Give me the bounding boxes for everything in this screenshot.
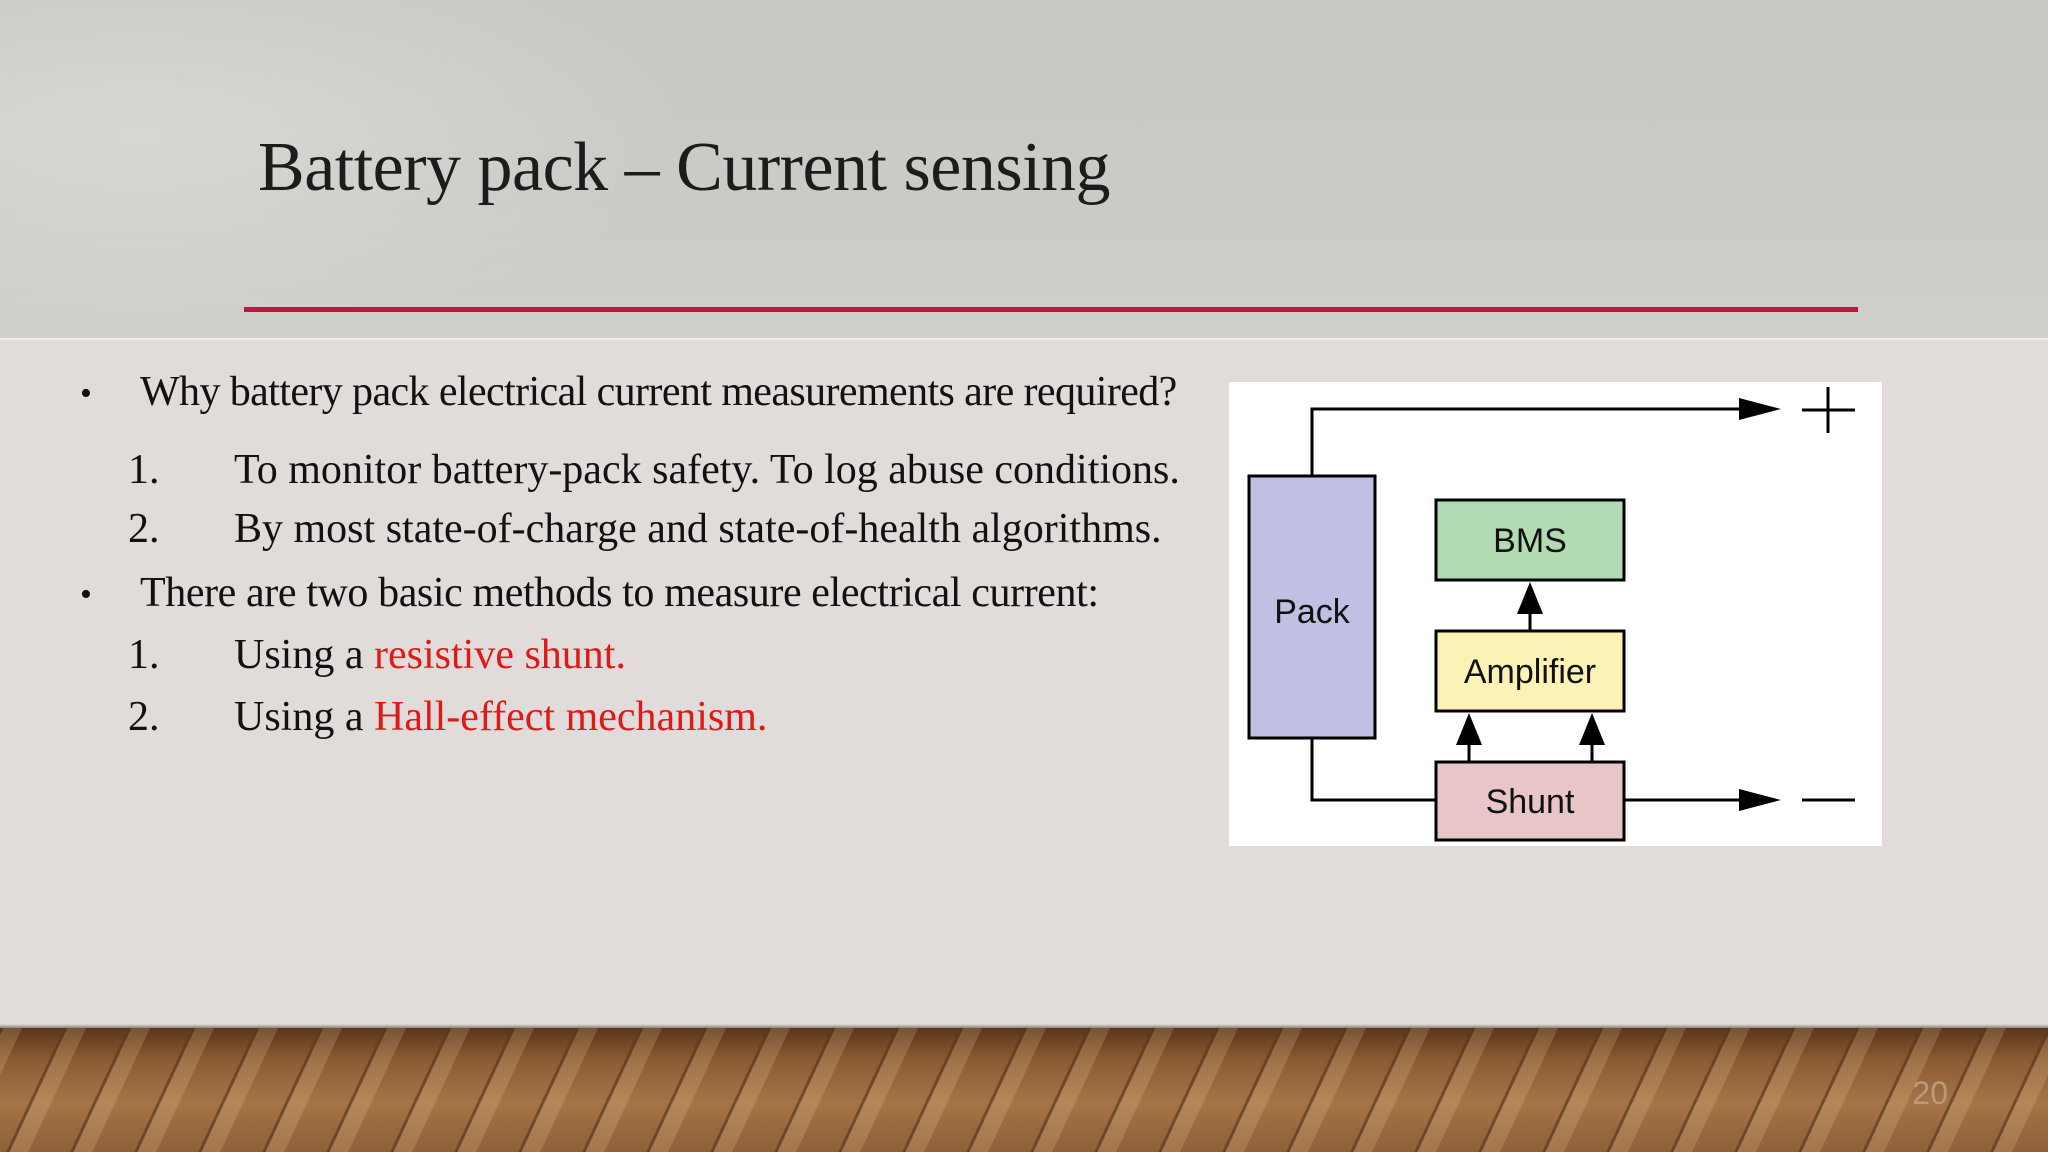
item-prefix: Using a [234, 694, 374, 740]
list-number: 2. [128, 694, 160, 740]
minus-arrow-icon [1739, 789, 1781, 811]
wood-floor-background [0, 1028, 2048, 1152]
highlight-resistive-shunt: resistive shunt. [374, 632, 626, 678]
header-band [0, 0, 2048, 338]
bullet-marker: • [80, 375, 92, 412]
item-prefix: Using a [234, 632, 374, 678]
current-sensing-diagram: Pack BMS Amplifier Shunt [1229, 382, 1882, 846]
pack-box [1247, 474, 1377, 740]
list-item-resistive-shunt: Using a resistive shunt. [234, 631, 626, 679]
bullet-marker: • [80, 576, 92, 613]
bullet-why-measure: Why battery pack electrical current meas… [140, 369, 1177, 415]
highlight-hall-effect: Hall-effect mechanism. [374, 694, 768, 740]
list-item-algorithms: By most state-of-charge and state-of-hea… [234, 506, 1162, 552]
shunt-to-amp-arrow-left-icon [1456, 713, 1482, 745]
plus-arrow-icon [1739, 398, 1781, 420]
list-number: 1. [128, 632, 160, 678]
bms-label: BMS [1493, 522, 1567, 560]
shunt-box [1434, 760, 1626, 842]
header-divider [0, 338, 2048, 340]
shunt-label: Shunt [1486, 783, 1575, 821]
diagram-svg: Pack BMS Amplifier Shunt [1247, 387, 1855, 842]
amplifier-box [1434, 629, 1626, 713]
list-number: 2. [128, 506, 160, 552]
list-item-safety: To monitor battery-pack safety. To log a… [234, 447, 1180, 493]
title-accent-rule [244, 307, 1858, 312]
list-item-hall-effect: Using a Hall-effect mechanism. [234, 693, 767, 741]
page-number: 20 [1912, 1075, 1948, 1111]
bullet-two-methods: There are two basic methods to measure e… [140, 570, 1099, 616]
shunt-to-amp-arrow-right-icon [1579, 713, 1605, 745]
list-number: 1. [128, 447, 160, 493]
amp-to-bms-arrow-icon [1517, 582, 1543, 614]
bottom-wire [1310, 738, 1436, 802]
slide-title: Battery pack – Current sensing [258, 129, 1111, 206]
bms-box [1434, 498, 1626, 582]
amplifier-label: Amplifier [1464, 653, 1596, 691]
top-wire [1310, 407, 1749, 476]
pack-label: Pack [1274, 593, 1351, 631]
